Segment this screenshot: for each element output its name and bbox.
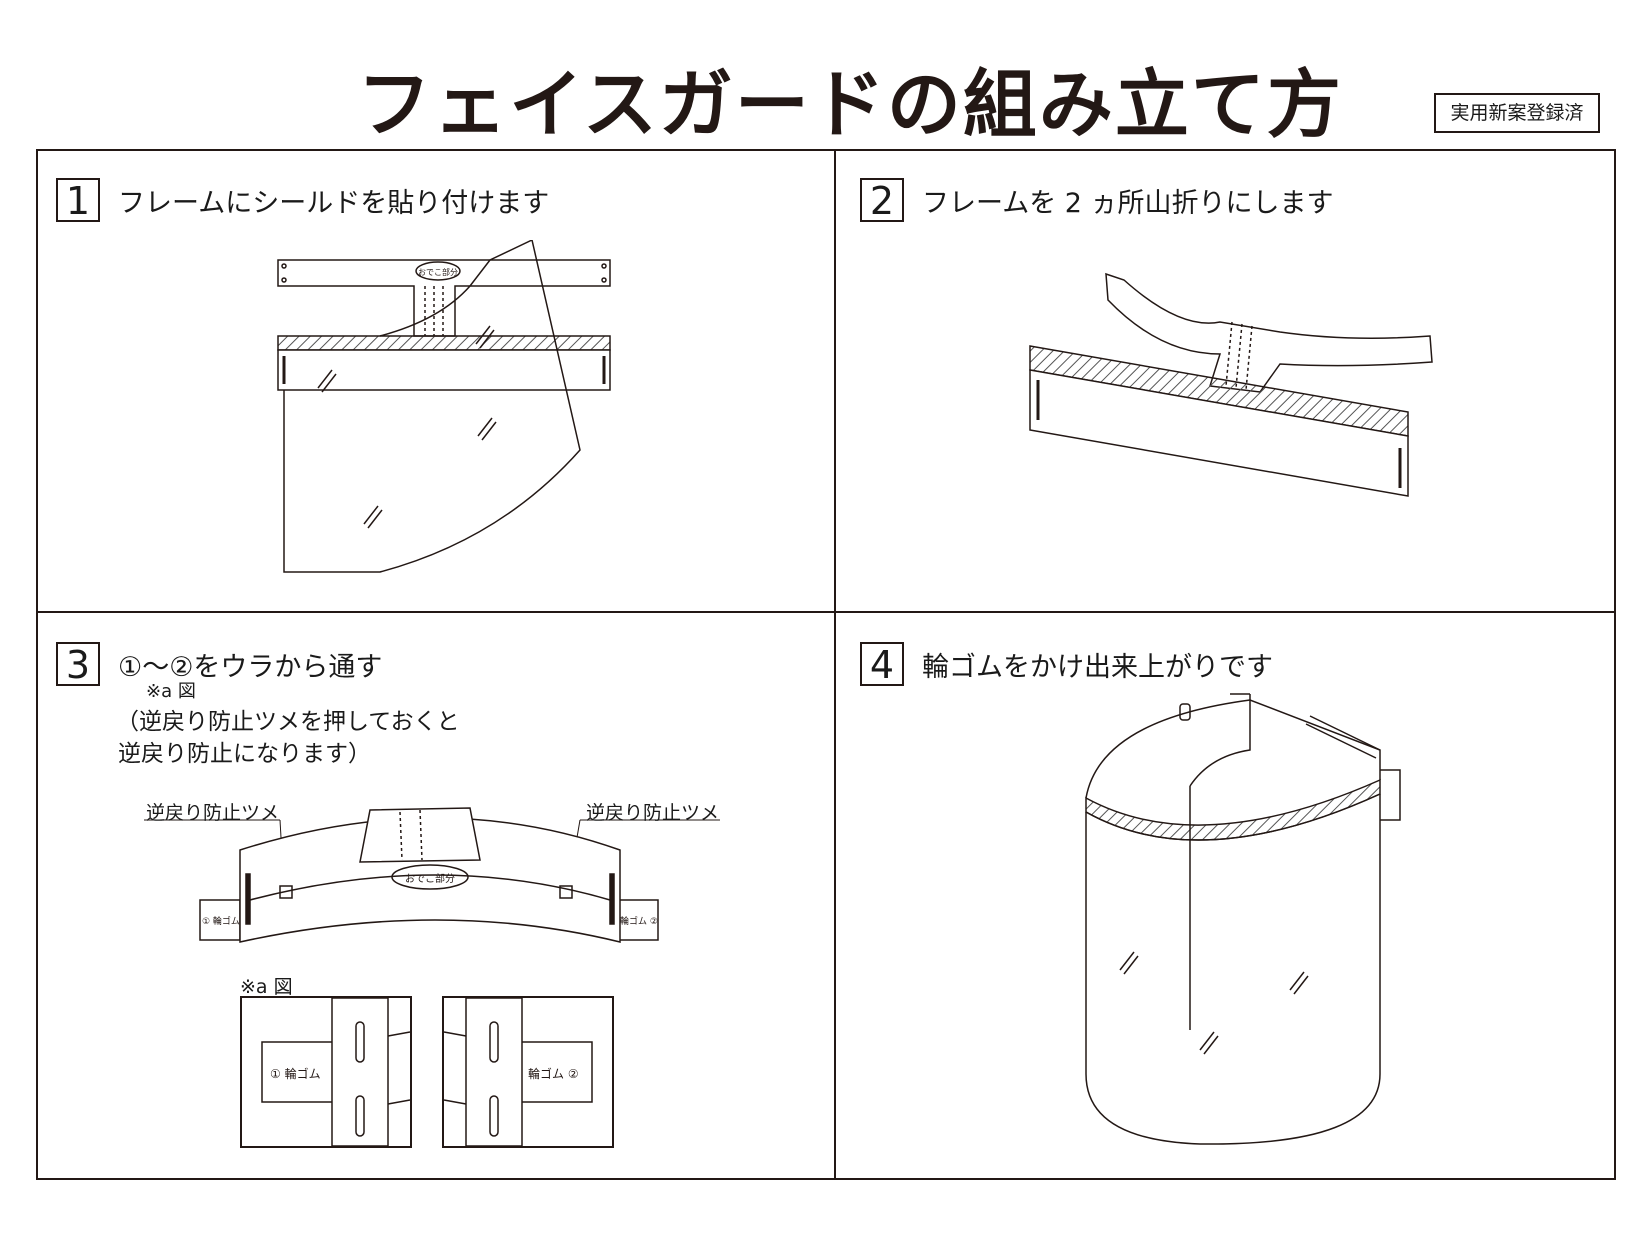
step-3-detail-right-label: 輪ゴム ② [528, 1066, 579, 1081]
step-3-text: ①〜②をウラから通す [118, 652, 383, 683]
step-3-number: 3 [56, 642, 100, 686]
step-2-text: フレームを 2 ヵ所山折りにします [922, 188, 1334, 219]
grid-divider-vertical [834, 149, 836, 1180]
step-4-number: 4 [860, 642, 904, 686]
grid-divider-horizontal [36, 611, 1616, 613]
step-1-number: 1 [56, 178, 100, 222]
step-3-claw-left-label: 逆戻り防止ツメ [146, 802, 280, 824]
step-1-oval-label: おでこ部分 [418, 267, 458, 277]
step-3-detail-title: ※a 図 [240, 976, 293, 998]
step-4-text: 輪ゴムをかけ出来上がりです [922, 652, 1273, 683]
step-1-illustration: おでこ部分 [277, 240, 611, 573]
step-3-band-right-label: 輪ゴム ② [620, 915, 658, 927]
step-3-detail-left: ① 輪ゴム [240, 996, 412, 1148]
instruction-grid [36, 149, 1616, 1180]
step-3-note-line1: （逆戻り防止ツメを押しておくと [116, 709, 460, 735]
step-3-note-line2: 逆戻り防止になります） [118, 741, 371, 767]
step-3-detail-right: 輪ゴム ② [442, 996, 614, 1148]
step-3-note-ref: ※a 図 [146, 681, 196, 702]
step-1-text: フレームにシールドを貼り付けます [118, 188, 550, 219]
page-title: フェイスガードの組み立て方 [357, 62, 1343, 148]
step-4-illustration [1085, 693, 1401, 1145]
step-3-detail-left-label: ① 輪ゴム [270, 1066, 321, 1081]
step-3-forehead-label: おでこ部分 [405, 872, 455, 885]
step-3-illustration: おでこ部分 ① 輪ゴム 輪ゴム ② [144, 807, 720, 943]
patent-badge: 実用新案登録済 [1434, 93, 1600, 133]
step-3-claw-right-label: 逆戻り防止ツメ [586, 802, 720, 824]
step-2-illustration [1029, 272, 1433, 497]
step-3-band-left-label: ① 輪ゴム [202, 915, 240, 927]
step-2-number: 2 [860, 178, 904, 222]
